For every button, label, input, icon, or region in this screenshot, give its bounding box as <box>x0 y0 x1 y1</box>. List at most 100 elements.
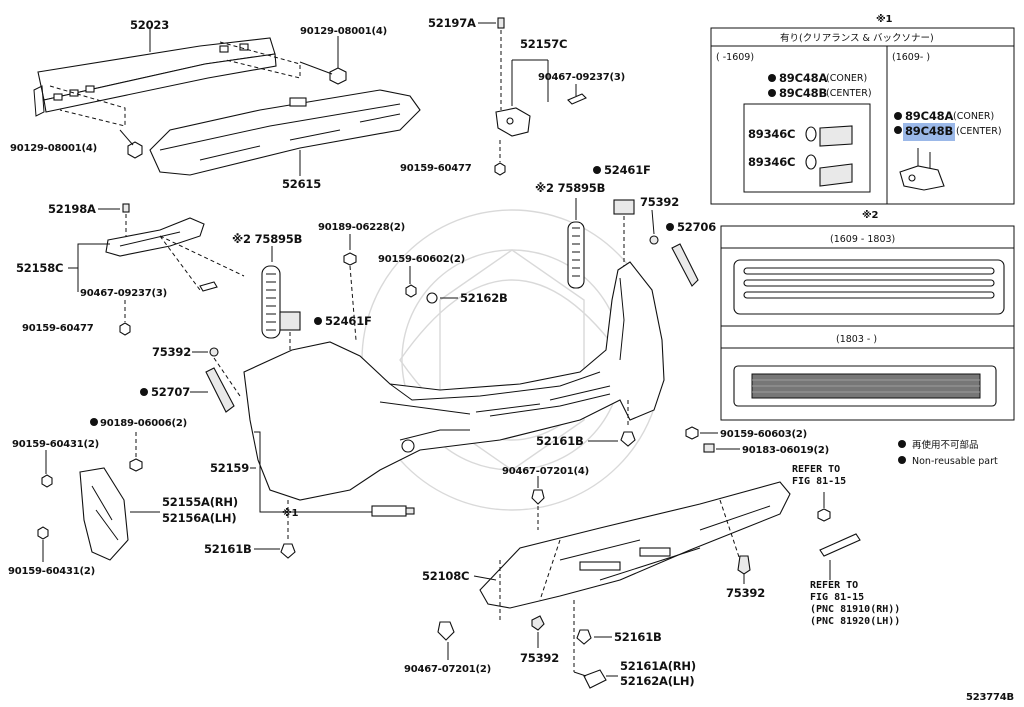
label-90159-60477-left: 90159-60477 <box>22 323 94 334</box>
box1-l-sub1: 89346C <box>748 127 795 141</box>
refer-b-line4: (PNC 81920(LH)) <box>810 616 900 627</box>
reinforcement-52023[interactable] <box>33 37 277 117</box>
label-75392-top: 75392 <box>640 195 679 209</box>
fastener-refer-a[interactable] <box>817 508 831 522</box>
label-90189-06006: 90189-06006(2) <box>100 418 187 429</box>
reflector-variant-1803[interactable] <box>733 365 997 407</box>
reflector-variant-1609-1803[interactable] <box>733 259 1005 315</box>
bracket-52157C[interactable] <box>495 107 531 137</box>
label-90467-07201-a: 90467-07201(4) <box>502 466 589 477</box>
bracket-52155A-52156A[interactable] <box>79 467 129 561</box>
clip-75392-bottom[interactable] <box>531 615 545 631</box>
clip-75392-right[interactable] <box>737 555 751 575</box>
clip-90467-left[interactable] <box>199 281 218 292</box>
nut-90189-06006[interactable] <box>129 458 143 472</box>
clip-90467-top[interactable] <box>567 93 587 105</box>
clip-75392-left[interactable] <box>209 347 219 357</box>
sensor-bracket-89C48B[interactable] <box>899 148 945 191</box>
box1-r-item1-note: (CONER) <box>953 111 994 122</box>
spacer-52707[interactable] <box>205 367 235 413</box>
label-90129-top: 90129-08001(4) <box>300 26 387 37</box>
label-75392-bottom: 75392 <box>520 651 559 665</box>
box1-col-left: ( -1609) <box>716 52 754 63</box>
bumper-cover-52159[interactable] <box>243 261 665 501</box>
label-52461F-left: 52461F <box>325 314 372 328</box>
bolt-90129-top[interactable] <box>299 61 347 85</box>
energy-absorber-52615[interactable] <box>149 89 421 176</box>
label-90129-left: 90129-08001(4) <box>10 143 97 154</box>
inset-box-2: ※2 (1609 - 1803) (1803 - ) <box>720 209 1015 421</box>
retainer-52161B-bottom[interactable] <box>576 629 592 645</box>
pad-52461F-left[interactable] <box>279 311 301 331</box>
retainer-52161B-mid[interactable] <box>620 431 636 447</box>
retainer-52161B-left[interactable] <box>280 543 296 559</box>
label-52161B-mid: 52161B <box>536 434 584 448</box>
label-52161A: 52161A(RH) <box>620 659 696 673</box>
label-75895B-left: ※2 75895B <box>232 232 302 246</box>
sensor-89346C-upper[interactable] <box>805 125 853 147</box>
label-52108C: 52108C <box>422 569 469 583</box>
label-90467-left: 90467-09237(3) <box>80 288 167 299</box>
label-52156A: 52156A(LH) <box>162 511 236 525</box>
label-52023: 52023 <box>130 18 169 32</box>
refer-a-line2: FIG 81-15 <box>792 476 846 487</box>
legend-item2: Non-reusable part <box>912 456 998 467</box>
cap-52162B[interactable] <box>426 292 438 304</box>
bracket-52158C[interactable] <box>105 217 205 257</box>
reflector-75895B-left[interactable] <box>261 265 281 339</box>
label-52161B-bottom: 52161B <box>614 630 662 644</box>
bolt-90129-left[interactable] <box>119 129 143 159</box>
label-52157C: 52157C <box>520 37 567 51</box>
bolt-90159-60431-lower[interactable] <box>37 526 49 540</box>
refer-b-line1: REFER TO <box>810 580 858 591</box>
clip-90467-07201-lower[interactable] <box>437 621 455 641</box>
label-52706: 52706 <box>677 220 716 234</box>
sensor-wire-connector[interactable] <box>371 505 415 517</box>
label-52162A: 52162A(LH) <box>620 674 694 688</box>
label-75392-left: 75392 <box>152 345 191 359</box>
label-90159-60603: 90159-60603(2) <box>720 429 807 440</box>
label-52158C: 52158C <box>16 261 63 275</box>
pad-52461F-top[interactable] <box>613 199 635 215</box>
box1-col-right: (1609- ) <box>892 52 930 63</box>
box1-title: 有り(クリアランス & バックソナー) <box>780 32 934 44</box>
clip-52198A[interactable] <box>122 203 130 213</box>
diagram-id: 523774B <box>966 692 1014 703</box>
sensor-89346C-lower[interactable] <box>805 154 853 187</box>
spacer-52706[interactable] <box>671 243 699 287</box>
label-52161B-left: 52161B <box>204 542 252 556</box>
clip-52197A[interactable] <box>497 17 505 29</box>
nut-90183-06019[interactable] <box>703 443 715 453</box>
label-90159-60431-b: 90159-60431(2) <box>8 566 95 577</box>
nut-90189-06228[interactable] <box>343 252 357 266</box>
cap-52161A-52162A[interactable] <box>583 669 607 689</box>
box1-r-item2[interactable]: 89C48B <box>905 124 953 138</box>
box1-l-item2: 89C48B <box>779 86 827 100</box>
bolt-90159-60431-upper[interactable] <box>41 474 53 488</box>
refer-b-line3: (PNC 81910(RH)) <box>810 604 900 615</box>
legend: 再使用不可部品 Non-reusable part <box>898 439 998 467</box>
refer-b-line2: FIG 81-15 <box>810 592 864 603</box>
box1-r-item2-note: (CENTER) <box>956 126 1002 137</box>
legend-item1: 再使用不可部品 <box>912 439 979 451</box>
reflector-75895B-right[interactable] <box>567 221 585 289</box>
label-75392-right: 75392 <box>726 586 765 600</box>
label-52155A: 52155A(RH) <box>162 495 238 509</box>
bolt-90159-60477-left[interactable] <box>119 322 131 336</box>
clip-90467-07201-upper[interactable] <box>531 489 545 505</box>
label-52615: 52615 <box>282 177 321 191</box>
box2-bottom-label: (1803 - ) <box>836 334 877 345</box>
trim-strip-refer-b[interactable] <box>819 533 861 557</box>
label-52197A: 52197A <box>428 16 476 30</box>
bolt-90159-60603[interactable] <box>685 426 699 440</box>
bolt-90159-60477-mid[interactable] <box>494 162 506 176</box>
clip-75392-top[interactable] <box>649 235 659 245</box>
label-90159-60477-mid: 90159-60477 <box>400 163 472 174</box>
label-90189-06228: 90189-06228(2) <box>318 222 405 233</box>
highlight-89C48B <box>903 123 955 141</box>
box2-mark: ※2 <box>862 209 879 221</box>
lower-panel-52108C[interactable] <box>479 481 791 609</box>
bolt-90159-60602[interactable] <box>405 284 417 298</box>
box2-top-label: (1609 - 1803) <box>830 234 895 245</box>
